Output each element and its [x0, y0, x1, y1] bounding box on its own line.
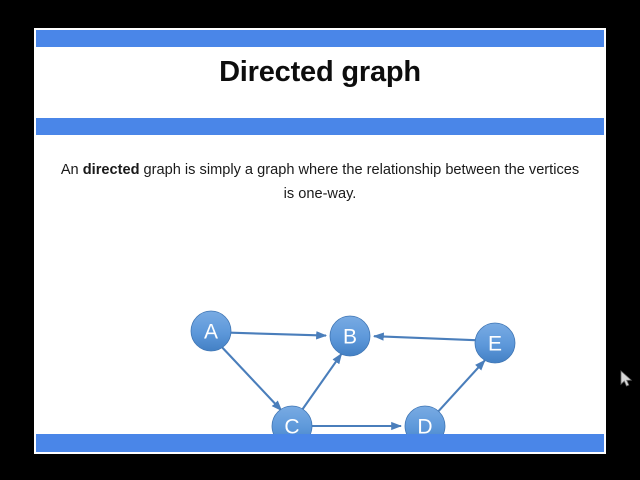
node-label-d: D — [417, 416, 432, 435]
edge-a-to-b — [230, 331, 328, 340]
accent-bar-middle — [36, 118, 604, 135]
accent-bar-bottom — [36, 434, 604, 452]
graph-node-e[interactable]: E — [474, 322, 516, 364]
graph-node-a[interactable]: A — [190, 310, 232, 352]
graph-edge-layer — [221, 331, 486, 431]
graph-node-c[interactable]: C — [271, 405, 313, 435]
presentation-slide: Directed graph An directed graph is simp… — [34, 28, 606, 454]
node-label-a: A — [204, 321, 218, 344]
mouse-pointer-icon — [620, 370, 633, 387]
edge-a-to-c — [221, 346, 283, 412]
node-label-c: C — [284, 416, 299, 435]
graph-svg: A B C D E — [190, 310, 516, 435]
body-text-suffix: graph is simply a graph where the relati… — [139, 162, 580, 202]
graph-node-d[interactable]: D — [404, 405, 446, 435]
body-text-emphasis: directed — [82, 162, 140, 178]
node-label-e: E — [488, 333, 502, 356]
slide-body-text: An directed graph is simply a graph wher… — [54, 158, 586, 206]
graph-node-layer: A B C D E — [190, 310, 516, 435]
node-circle-e — [474, 322, 516, 364]
edge-c-to-b — [301, 352, 343, 410]
node-circle-a — [190, 310, 232, 352]
edge-d-to-e — [437, 359, 486, 412]
body-text-prefix: An — [60, 162, 83, 178]
node-label-b: B — [343, 326, 357, 349]
graph-node-b[interactable]: B — [329, 315, 371, 357]
node-circle-d — [404, 405, 446, 434]
node-circle-b — [329, 315, 371, 357]
accent-bar-top — [36, 30, 604, 47]
directed-graph-figure: A B C D E — [34, 264, 606, 434]
slide-title: Directed graph — [219, 56, 421, 88]
edge-e-to-b — [372, 332, 476, 342]
node-circle-c — [271, 405, 313, 434]
